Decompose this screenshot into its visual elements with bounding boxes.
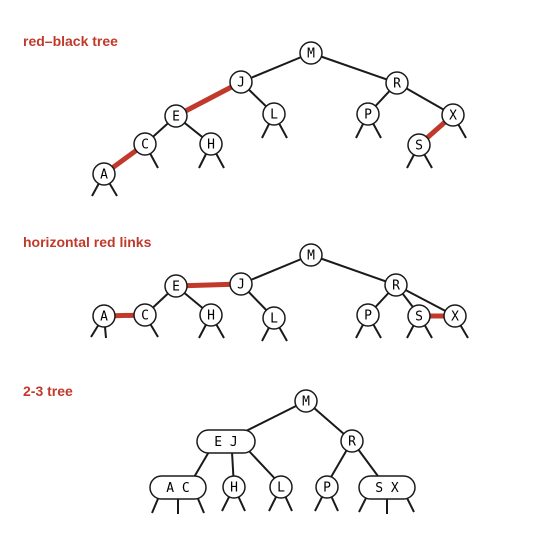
svg-text:P: P [364,309,372,324]
two-three-tree: M E J R A C H L P S X [149,389,416,514]
h-node-e: E [164,274,188,298]
h-node-r: R [384,273,408,297]
node-s: S [407,133,431,157]
node-a: A [92,162,116,186]
link-m-r [310,52,398,84]
svg-text:L: L [270,312,278,327]
svg-text:A: A [100,168,108,183]
h-link-m-j [240,254,312,285]
svg-text:A C: A C [166,481,189,496]
t-node-h: H [222,475,246,499]
h-node-p: P [356,303,380,327]
node-j: J [229,70,253,94]
svg-text:X: X [451,310,459,325]
h-node-m: M [299,243,323,267]
svg-text:M: M [302,395,310,410]
svg-text:J: J [237,76,245,91]
svg-text:P: P [323,481,331,496]
h-node-x: X [443,304,467,328]
t-node-sx: S X [358,475,416,500]
title-2-3-tree: 2-3 tree [23,383,73,399]
t-node-m: M [294,389,318,413]
h-node-j: J [229,272,253,296]
svg-text:H: H [207,138,215,153]
svg-text:R: R [348,435,356,450]
svg-text:A: A [100,310,108,325]
svg-text:X: X [449,109,457,124]
svg-text:S: S [415,139,423,154]
node-x: X [441,103,465,127]
link-m-j [240,52,312,83]
t-node-p: P [315,475,339,499]
svg-text:J: J [237,278,245,293]
node-c: C [133,132,157,156]
svg-text:S: S [415,310,423,325]
t-node-ej: E J [196,429,256,454]
svg-text:L: L [277,481,285,496]
svg-text:E: E [172,280,180,295]
node-h: H [199,132,223,156]
svg-text:R: R [393,77,401,92]
node-m: M [299,41,323,65]
t-node-ac: A C [149,475,207,500]
h-link-m-r [310,254,397,286]
red-link-j-e [174,79,243,119]
h-node-a: A [92,304,116,328]
node-p: P [356,102,380,126]
svg-text:H: H [230,481,238,496]
svg-text:E J: E J [214,435,237,450]
h-node-l: L [262,306,286,330]
svg-text:R: R [392,279,400,294]
node-r: R [385,71,409,95]
h-node-c: C [133,303,157,327]
h-node-s: S [407,304,431,328]
svg-text:C: C [141,138,149,153]
h-node-h: H [199,303,223,327]
svg-text:E: E [172,110,180,125]
red-black-tree: M J R E L P X C H S A [91,41,467,197]
svg-text:M: M [307,249,315,264]
svg-text:C: C [141,309,149,324]
horizontal-red-links-tree: M E J R A C H L P S X [90,243,469,342]
node-e: E [164,104,188,128]
svg-text:P: P [364,108,372,123]
svg-text:H: H [207,309,215,324]
svg-text:L: L [270,108,278,123]
t-node-r: R [340,429,364,453]
svg-text:M: M [307,47,315,62]
title-red-black-tree: red–black tree [23,33,118,49]
node-l: L [262,102,286,126]
t-node-l: L [269,475,293,499]
title-horizontal-red-links: horizontal red links [23,234,152,250]
svg-text:S X: S X [375,481,399,496]
